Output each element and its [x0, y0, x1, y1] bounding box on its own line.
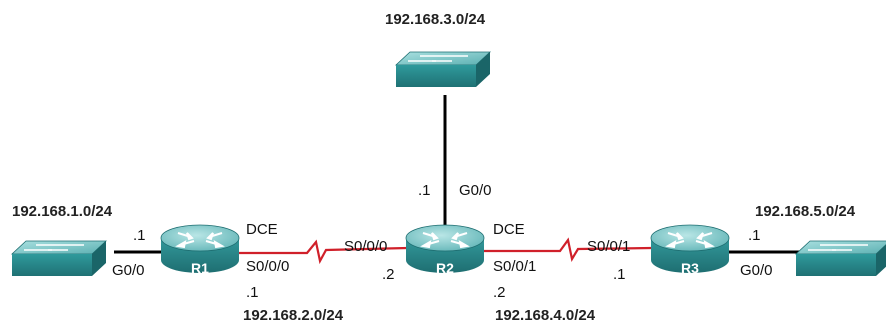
serial-link-r2-r3: [483, 237, 653, 262]
switch-icon[interactable]: [795, 240, 886, 277]
network-label-lan5: 192.168.5.0/24: [755, 203, 856, 220]
r3-g0-interface: G0/0: [740, 262, 773, 279]
r1-s0-dce: DCE: [246, 221, 278, 238]
network-label-lan3: 192.168.3.0/24: [385, 11, 486, 28]
serial-link-r1-r2: [238, 239, 409, 265]
network-label-lan1: 192.168.1.0/24: [12, 203, 113, 220]
r2-s000-host: .2: [382, 266, 395, 283]
r1-g0-host: .1: [133, 227, 146, 244]
router-name-r3: R3: [681, 260, 699, 276]
switch-icon[interactable]: [395, 51, 491, 88]
r2-s001-interface: S0/0/1: [493, 258, 536, 275]
r3-s001-host: .1: [613, 266, 626, 283]
r2-g0-host: .1: [418, 182, 431, 199]
switch-icon[interactable]: [11, 240, 107, 277]
r2-g0-interface: G0/0: [459, 182, 492, 199]
r1-g0-interface: G0/0: [112, 262, 145, 279]
network-label-wan23: 192.168.4.0/24: [495, 307, 596, 324]
r2-s001-dce: DCE: [493, 221, 525, 238]
router-name-r2: R2: [436, 260, 454, 276]
r1-s0-interface: S0/0/0: [246, 258, 289, 275]
r2-s001-host: .2: [493, 284, 506, 301]
router-name-r1: R1: [191, 260, 209, 276]
r1-s0-host: .1: [246, 284, 259, 301]
r3-g0-host: .1: [748, 227, 761, 244]
r2-s000-interface: S0/0/0: [344, 238, 387, 255]
network-label-wan12: 192.168.2.0/24: [243, 307, 344, 324]
r3-s001-interface: S0/0/1: [587, 238, 630, 255]
